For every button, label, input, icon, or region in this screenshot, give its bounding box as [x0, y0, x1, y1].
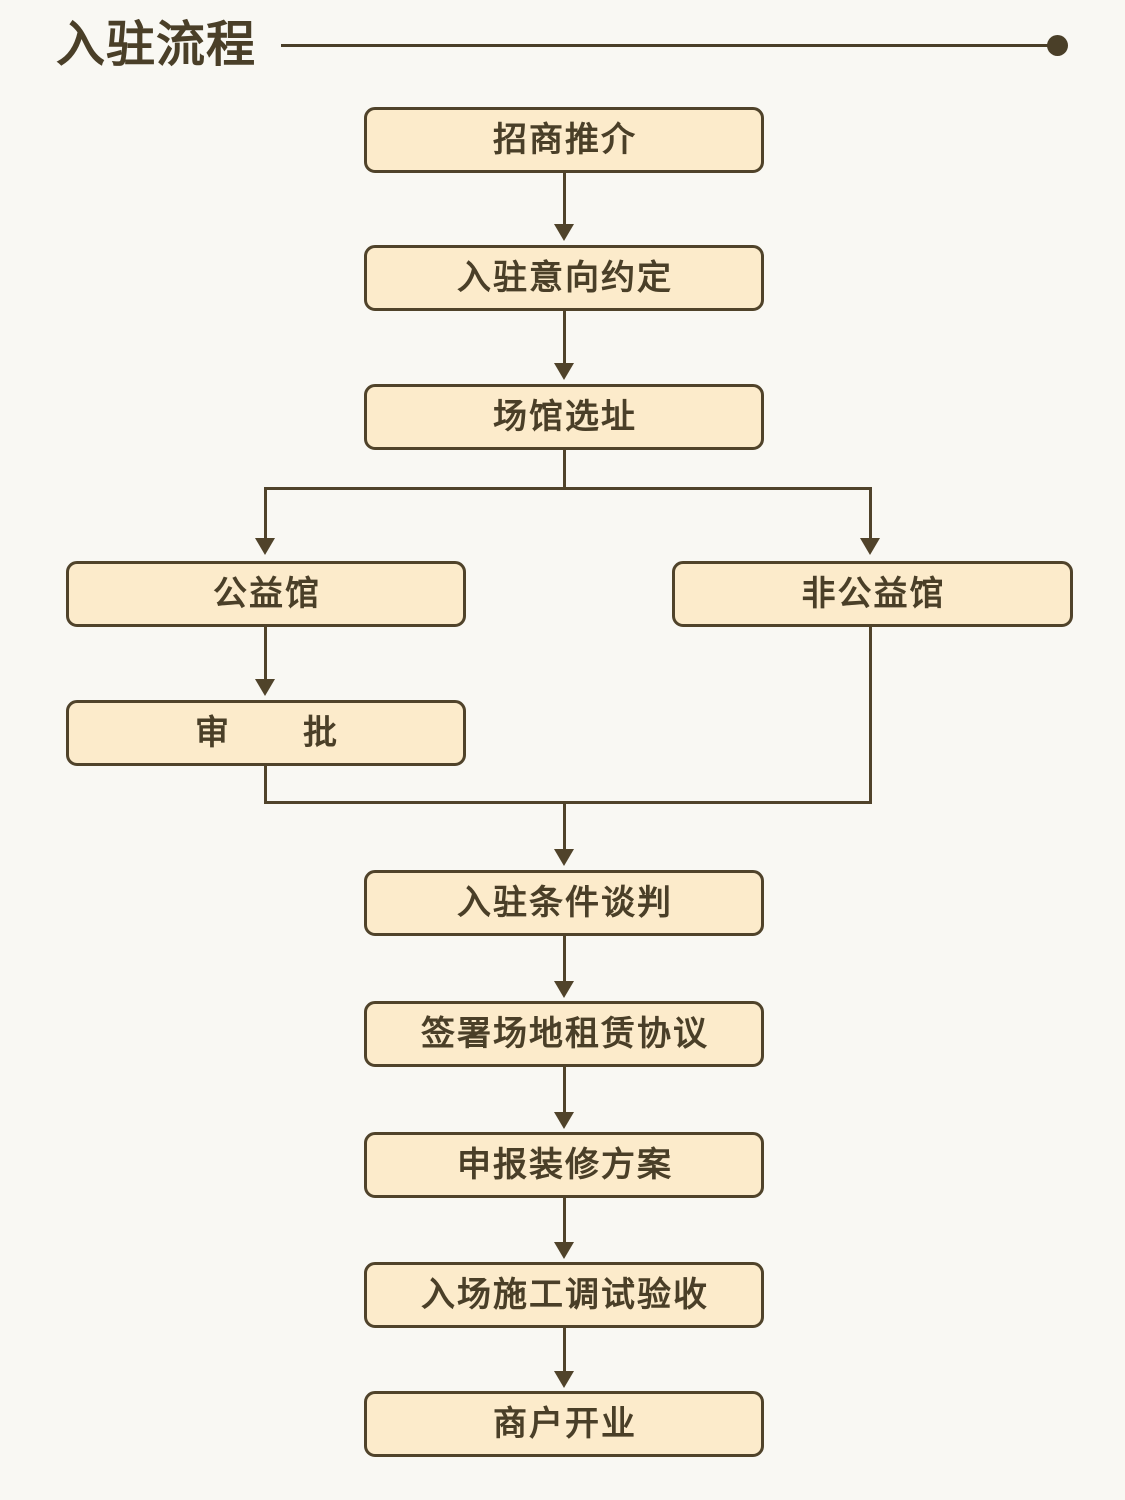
- page-header: 入驻流程: [0, 0, 1125, 95]
- flow-node-n3[interactable]: 场馆选址: [364, 384, 764, 450]
- edge-n5-merge-stem: [869, 627, 872, 804]
- flow-node-label: 申报装修方案: [457, 1146, 673, 1184]
- edge-branch-bus: [264, 487, 872, 490]
- edge-n1-n2-line: [563, 173, 566, 227]
- flow-node-label: 签署场地租赁协议: [421, 1015, 709, 1053]
- flow-node-label: 入场施工调试验收: [421, 1276, 709, 1314]
- flow-node-n5[interactable]: 非公益馆: [672, 561, 1073, 627]
- flow-node-n9[interactable]: 申报装修方案: [364, 1132, 764, 1198]
- edge-n10-n11-line: [563, 1328, 566, 1374]
- edge-n10-n11-arrowhead-icon: [554, 1371, 574, 1388]
- flow-node-label: 商户开业: [493, 1405, 637, 1443]
- edge-merge-bus: [264, 801, 872, 804]
- edge-n3-n5-line: [869, 487, 872, 541]
- edge-n9-n10-line: [563, 1198, 566, 1245]
- flow-node-n6[interactable]: 审 批: [66, 700, 466, 766]
- edge-n4-n6-arrowhead-icon: [255, 679, 275, 696]
- flow-node-n11[interactable]: 商户开业: [364, 1391, 764, 1457]
- flow-node-n2[interactable]: 入驻意向约定: [364, 245, 764, 311]
- page-title: 入驻流程: [56, 18, 257, 72]
- edge-n7-n8-arrowhead-icon: [554, 981, 574, 998]
- edge-n3-split-stem: [563, 450, 566, 490]
- edge-merge-n7-arrowhead-icon: [554, 849, 574, 866]
- flow-node-label: 场馆选址: [493, 398, 637, 436]
- flow-node-n8[interactable]: 签署场地租赁协议: [364, 1001, 764, 1067]
- flow-node-n7[interactable]: 入驻条件谈判: [364, 870, 764, 936]
- edge-n1-n2-arrowhead-icon: [554, 224, 574, 241]
- edge-n3-n5-arrowhead-icon: [860, 538, 880, 555]
- flow-node-label: 非公益馆: [801, 575, 946, 613]
- flow-node-label: 入驻意向约定: [457, 259, 673, 297]
- header-divider-line: [281, 44, 1053, 47]
- flow-node-label: 公益馆: [213, 575, 321, 613]
- edge-n8-n9-arrowhead-icon: [554, 1112, 574, 1129]
- header-endpoint-dot-icon: [1047, 35, 1068, 56]
- edge-n3-n4-arrowhead-icon: [255, 538, 275, 555]
- edge-n2-n3-arrowhead-icon: [554, 363, 574, 380]
- edge-n3-n4-line: [264, 487, 267, 541]
- edge-n4-n6-line: [264, 627, 267, 682]
- edge-n7-n8-line: [563, 936, 566, 984]
- flow-node-n4[interactable]: 公益馆: [66, 561, 466, 627]
- edge-n9-n10-arrowhead-icon: [554, 1242, 574, 1259]
- flow-node-label: 审 批: [195, 714, 339, 752]
- edge-n6-merge-stem: [264, 766, 267, 804]
- edge-n8-n9-line: [563, 1067, 566, 1115]
- flow-node-label: 招商推介: [493, 121, 637, 159]
- edge-merge-n7-line: [563, 801, 566, 853]
- flow-node-n10[interactable]: 入场施工调试验收: [364, 1262, 764, 1328]
- flow-node-label: 入驻条件谈判: [457, 884, 673, 922]
- flow-node-n1[interactable]: 招商推介: [364, 107, 764, 173]
- edge-n2-n3-line: [563, 311, 566, 366]
